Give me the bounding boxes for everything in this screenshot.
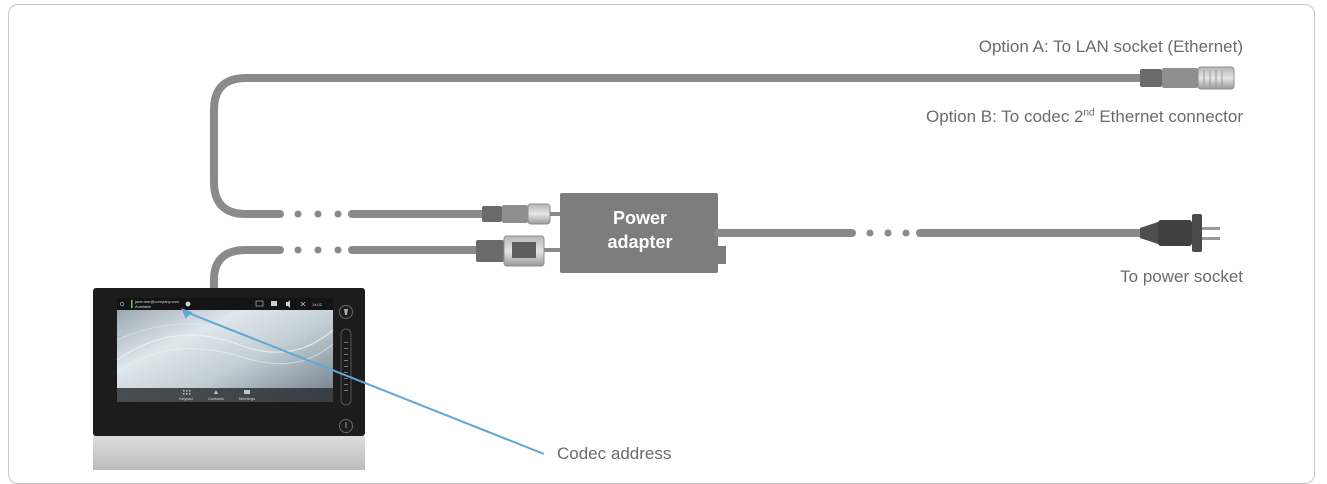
touch-panel-button-meetings: Meetings bbox=[239, 396, 255, 401]
camera-icon bbox=[271, 301, 277, 306]
cable-dots-power bbox=[866, 229, 910, 237]
settings-icon bbox=[300, 301, 306, 307]
rj45-coupler-icon bbox=[476, 235, 562, 267]
label-option-a: Option A: To LAN socket (Ethernet) bbox=[978, 37, 1243, 56]
speaker-icon bbox=[286, 300, 290, 308]
share-icon bbox=[255, 300, 264, 307]
touch-panel-time: 14:02 bbox=[312, 302, 323, 307]
mute-icon bbox=[344, 309, 348, 315]
ethernet-cable-top bbox=[210, 74, 1144, 218]
codec-address-pointer bbox=[185, 311, 545, 455]
power-adapter-label-line2: adapter bbox=[607, 232, 672, 252]
label-power-socket: To power socket bbox=[1120, 267, 1243, 286]
touch-panel-button-keypad: Keypad bbox=[179, 396, 193, 401]
touch-panel-brand: cisco bbox=[224, 442, 234, 447]
contacts-icon bbox=[214, 390, 218, 394]
cable-dots-codec bbox=[294, 246, 342, 254]
touch-panel-address-line1: jane.doe@company.com bbox=[134, 299, 180, 304]
mains-plug-icon bbox=[1140, 214, 1220, 252]
ethernet-cable-codec bbox=[210, 246, 284, 294]
touch-panel: cisco jane.doe@company.com Available 14:… bbox=[93, 288, 365, 470]
connection-diagram: Power adapter cisco jane.doe@company.com… bbox=[93, 66, 1235, 470]
cable-dots-top bbox=[294, 210, 342, 218]
rj45-plug-lan-icon bbox=[1140, 66, 1235, 90]
label-option-b: Option B: To codec 2nd Ethernet connecto… bbox=[925, 107, 1243, 126]
keypad-icon bbox=[183, 390, 191, 395]
label-codec-address: Codec address bbox=[557, 444, 672, 463]
power-adapter: Power adapter bbox=[560, 193, 726, 273]
touch-panel-address-line2: Available bbox=[135, 304, 152, 309]
volume-slider bbox=[340, 328, 352, 406]
rj45-plug-adapter-icon bbox=[482, 203, 562, 225]
info-icon bbox=[345, 422, 347, 428]
power-adapter-label-line1: Power bbox=[613, 208, 667, 228]
touch-panel-button-contacts: Contacts bbox=[208, 396, 224, 401]
pointer-arrowhead bbox=[181, 307, 193, 319]
meetings-icon bbox=[244, 390, 250, 394]
